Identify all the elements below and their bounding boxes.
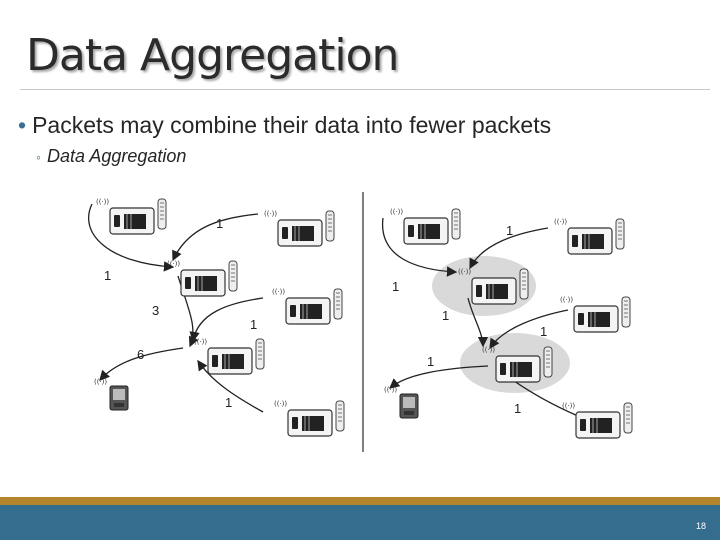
packet-count-label: 1: [104, 268, 111, 283]
packet-count-label: 1: [225, 395, 232, 410]
sensor-node: [166, 259, 238, 297]
link: [467, 297, 489, 348]
packet-count-label: 1: [442, 308, 449, 323]
packet-count-label: 1: [514, 401, 521, 416]
footer-accent-bar: [0, 497, 720, 505]
packet-count-label: 6: [137, 347, 144, 362]
link: [99, 347, 184, 381]
link: [172, 213, 259, 262]
sensor-node: [95, 197, 167, 235]
link: [469, 227, 549, 270]
bullet-item: •Packets may combine their data into few…: [18, 112, 551, 139]
packet-count-label: 3: [152, 303, 159, 318]
sensor-node: [553, 217, 625, 255]
link: [87, 203, 175, 272]
link: [382, 217, 458, 277]
sensor-node: [273, 399, 345, 437]
left-network: 1 1 3 1 6 1: [87, 197, 345, 437]
sensor-node: [271, 287, 343, 325]
sub-bullet-circle-icon: ◦: [36, 149, 41, 165]
sensor-node: [263, 209, 335, 247]
link: [189, 297, 264, 343]
packet-count-label: 1: [506, 223, 513, 238]
sensor-node: [561, 401, 633, 439]
sink-pda-icon: [93, 377, 129, 411]
packet-count-label: 1: [216, 216, 223, 231]
aggregation-diagram: ((·)) ((·)) 1 1 3 1 6 1: [87, 192, 633, 452]
link: [489, 309, 569, 350]
right-network: 1 1 1 1 1 1: [382, 207, 633, 439]
page-number: 18: [695, 521, 706, 531]
sensor-node: [389, 207, 461, 245]
sensor-node: [559, 295, 631, 333]
link: [389, 365, 489, 389]
footer-bar: [0, 505, 720, 540]
packet-count-label: 1: [392, 279, 399, 294]
title-divider: [20, 89, 710, 90]
link: [197, 359, 264, 413]
packet-count-label: 1: [250, 317, 257, 332]
packet-count-label: 1: [427, 354, 434, 369]
bullet-text: Packets may combine their data into fewe…: [32, 112, 552, 138]
sub-bullet-item: ◦ Data Aggregation: [36, 146, 186, 167]
sub-bullet-text: Data Aggregation: [46, 146, 187, 166]
slide-title: Data Aggregation: [26, 30, 399, 81]
bullet-dot-icon: •: [18, 112, 27, 138]
sink-pda-icon: [383, 385, 419, 419]
packet-count-label: 1: [540, 324, 547, 339]
